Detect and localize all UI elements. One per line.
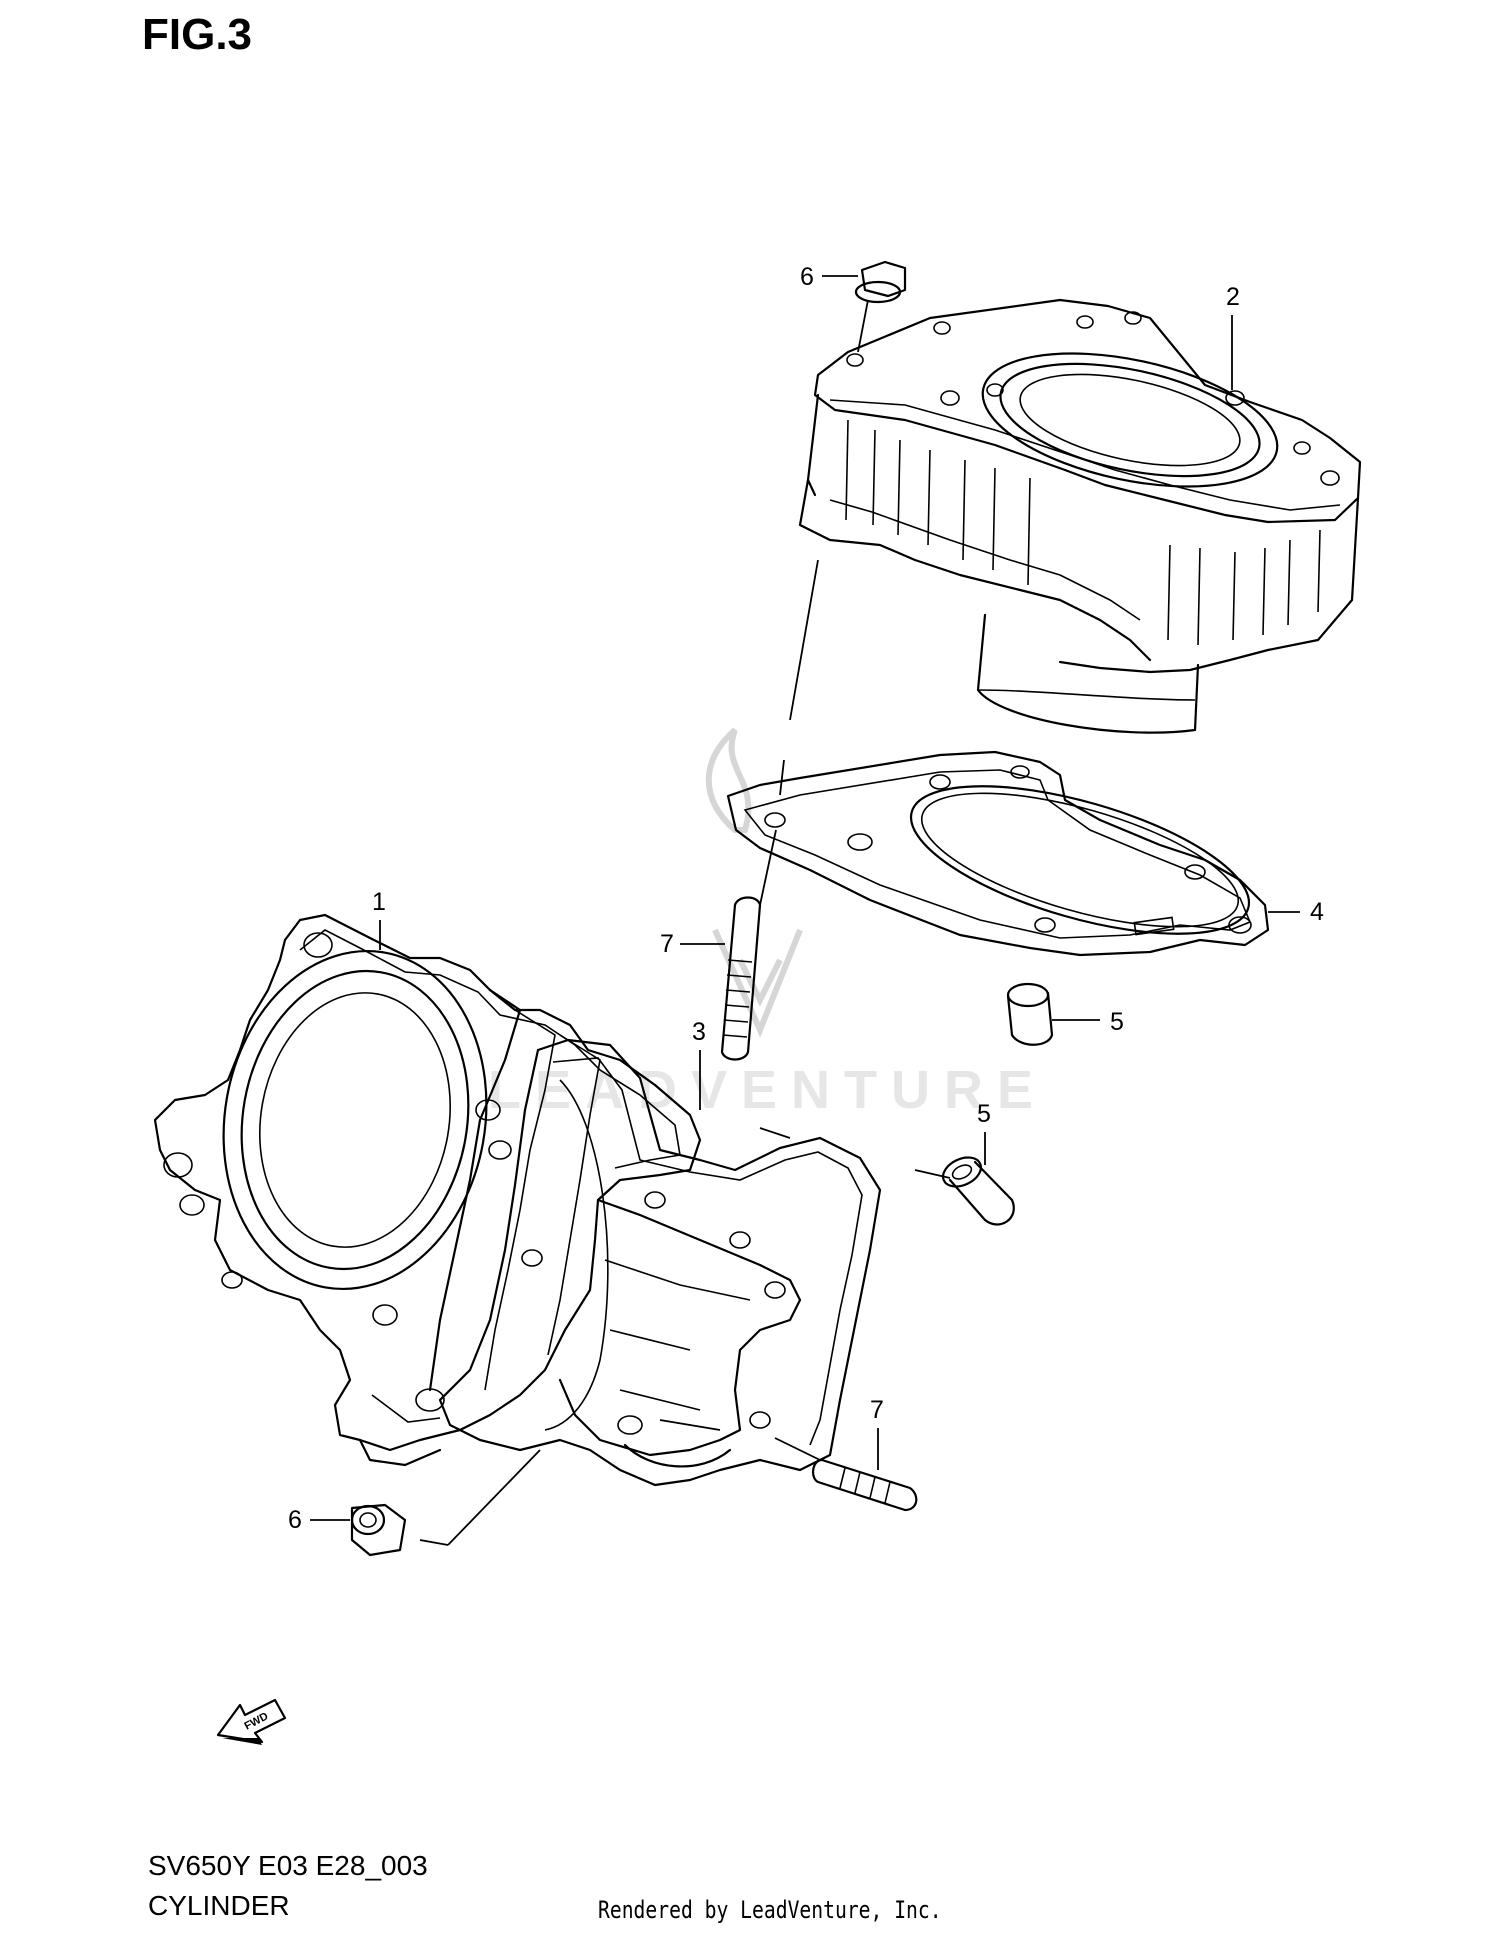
callout-6b: 6: [288, 1506, 350, 1534]
callout-4: 4: [1268, 898, 1324, 926]
fwd-arrow-icon: FWD: [216, 1698, 287, 1745]
stud-part-7-lower[interactable]: [812, 1458, 918, 1512]
nut-part-6-lower[interactable]: [350, 1503, 407, 1557]
model-code: SV650Y E03 E28_003: [148, 1850, 428, 1881]
callout-7b: 7: [870, 1396, 884, 1470]
section-name: CYLINDER: [148, 1890, 290, 1921]
callout-5a: 5: [1052, 1008, 1124, 1036]
callout-3: 3: [692, 1018, 706, 1110]
cylinder-part-2[interactable]: [798, 298, 1362, 734]
callout-5b: 5: [977, 1100, 991, 1165]
cylinder-part-1[interactable]: [153, 913, 802, 1468]
dowel-pin-part-5-upper[interactable]: [1006, 982, 1054, 1046]
gasket-part-4[interactable]: [726, 750, 1270, 964]
callout-1: 1: [372, 888, 386, 950]
callout-6a: 6: [800, 263, 858, 291]
svg-text:5: 5: [1110, 1008, 1124, 1036]
svg-text:1: 1: [372, 888, 386, 916]
stud-part-7-upper[interactable]: [720, 896, 762, 1061]
svg-text:7: 7: [660, 930, 674, 958]
gasket-part-3[interactable]: [438, 1038, 882, 1487]
dowel-pin-part-5-lower[interactable]: [938, 1152, 1015, 1226]
svg-text:6: 6: [288, 1506, 302, 1534]
callout-2: 2: [1226, 283, 1240, 390]
svg-text:7: 7: [870, 1396, 884, 1424]
svg-text:4: 4: [1310, 898, 1324, 926]
figure-title: FIG.3: [142, 10, 253, 59]
svg-text:3: 3: [692, 1018, 706, 1046]
svg-text:6: 6: [800, 263, 814, 291]
callout-7a: 7: [660, 930, 725, 958]
alignment-lines: [419, 299, 951, 1546]
svg-text:2: 2: [1226, 283, 1240, 311]
svg-text:5: 5: [977, 1100, 991, 1128]
watermark-text: LEADVENTURE: [488, 1060, 1047, 1120]
nut-part-6-upper[interactable]: [854, 260, 907, 304]
render-credit: Rendered by LeadVenture, Inc.: [598, 1896, 942, 1924]
watermark: LEADVENTURE: [488, 727, 1047, 1120]
